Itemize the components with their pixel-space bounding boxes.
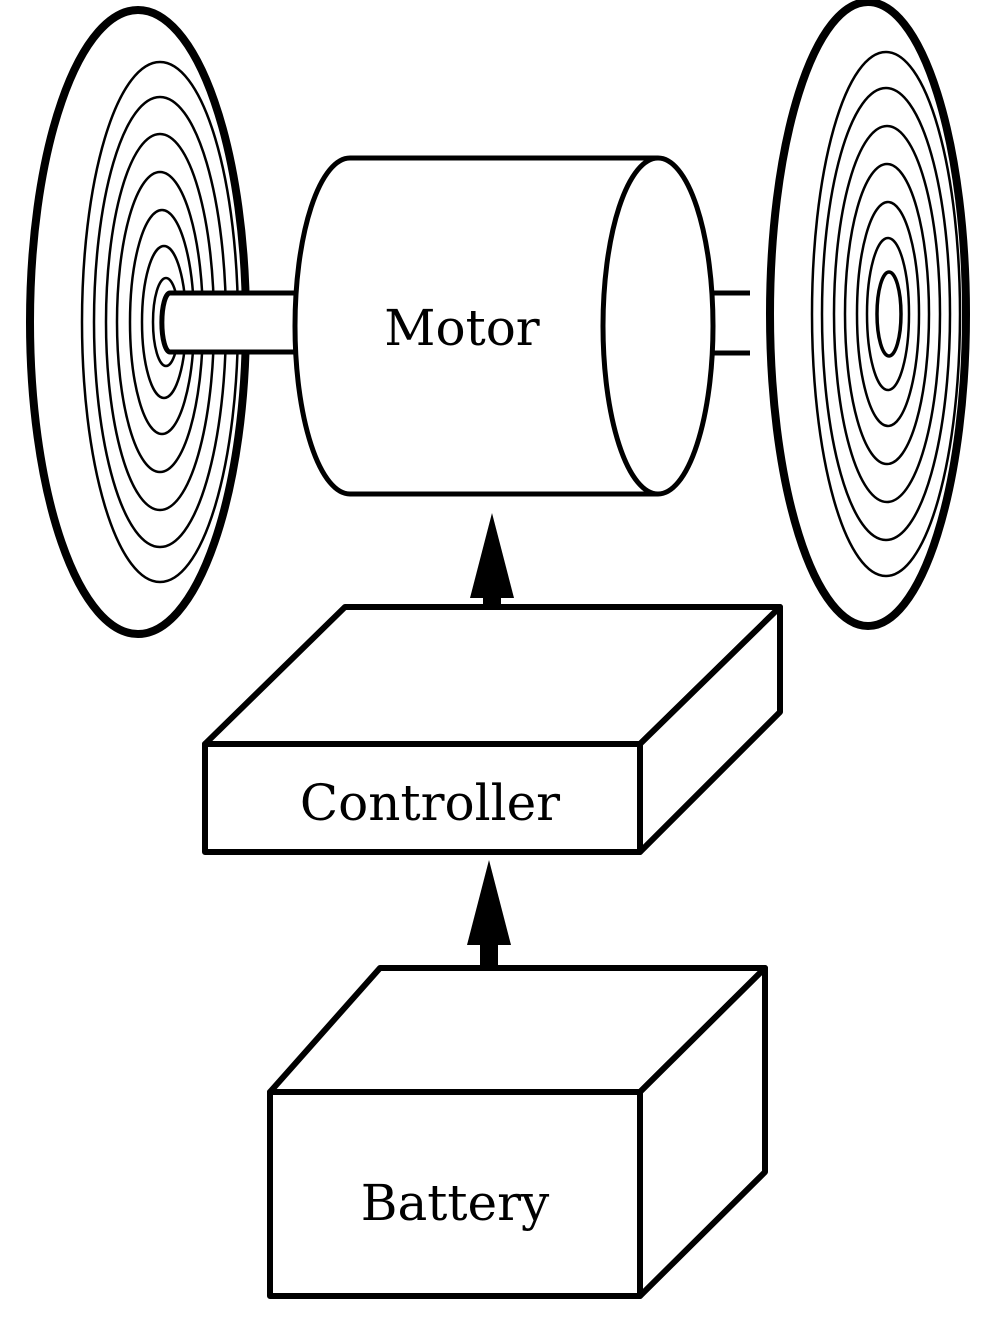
left-axle bbox=[159, 290, 308, 355]
battery-label: Battery bbox=[361, 1174, 550, 1232]
right-wheel bbox=[766, 0, 970, 630]
battery: Battery bbox=[267, 965, 768, 1299]
controller: Controller bbox=[202, 604, 783, 855]
controller-label: Controller bbox=[300, 774, 560, 832]
motor: Motor bbox=[292, 155, 716, 497]
motor-label: Motor bbox=[384, 299, 539, 357]
